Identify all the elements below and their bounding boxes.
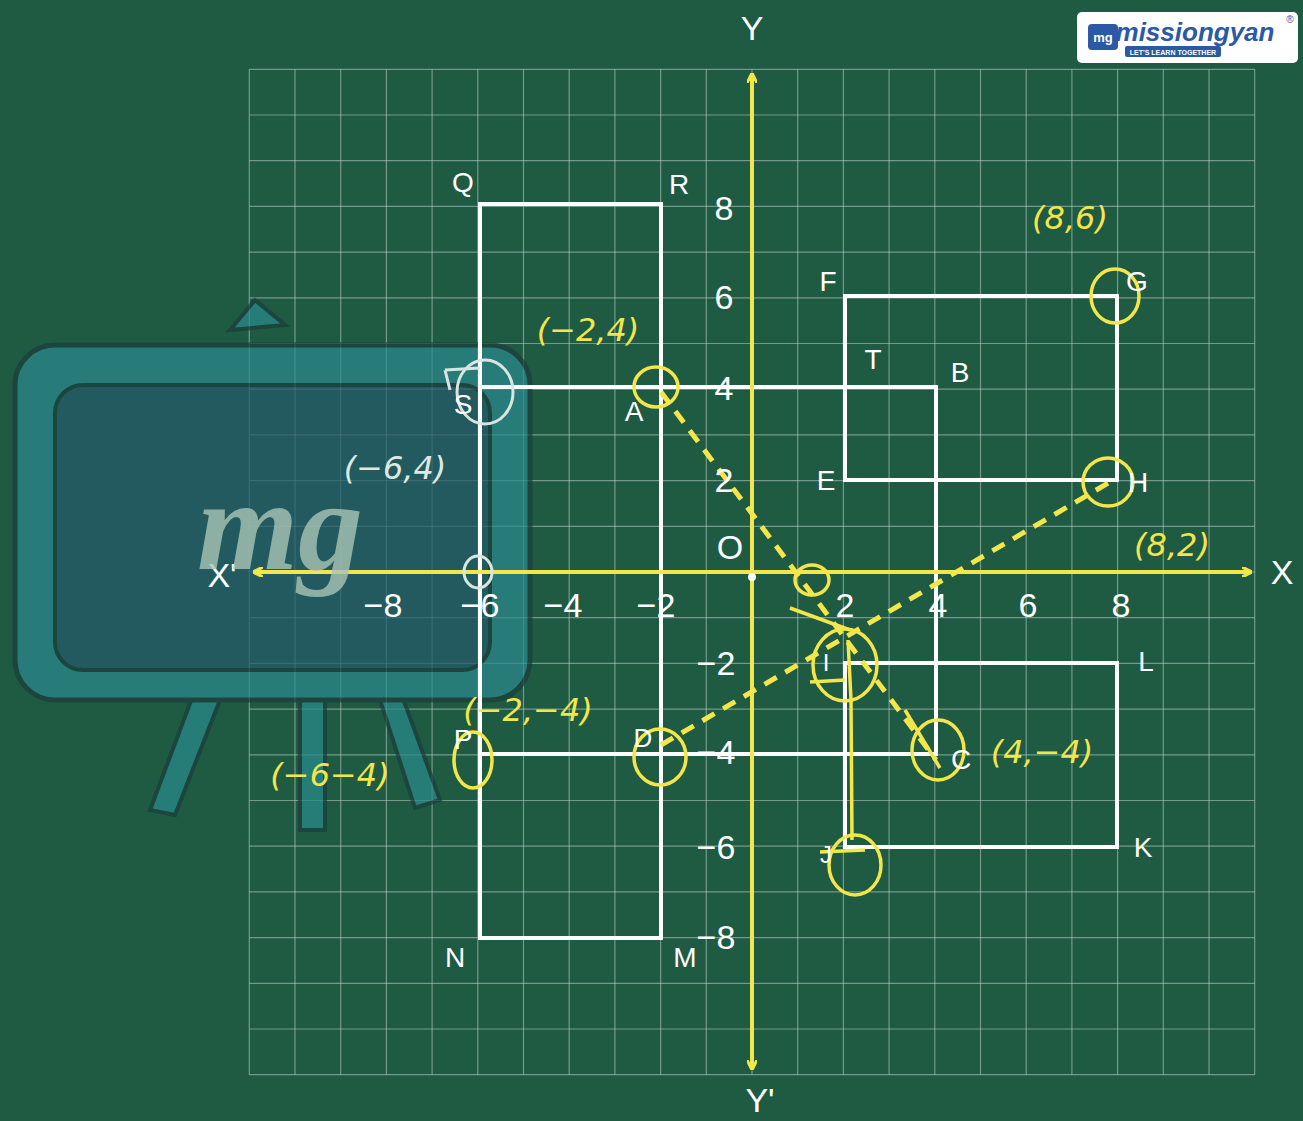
handwritten-coordinate: (8,2) [1134, 529, 1210, 561]
axis-name: X [1271, 555, 1294, 589]
handwritten-circles [454, 269, 1139, 895]
tick-number: −4 [697, 735, 736, 769]
handwritten-coordinate: (−2,−4) [463, 694, 592, 726]
vertex-label: E [817, 467, 836, 495]
vertex-label: C [951, 746, 971, 774]
vertex-label: L [1138, 648, 1154, 676]
handwritten-coordinate: (−2,4) [537, 314, 640, 346]
logo-tagline: LET'S LEARN TOGETHER [1130, 49, 1216, 56]
tick-number: 2 [715, 463, 734, 497]
watermark: mg [197, 460, 363, 590]
blackboard-watermark [15, 300, 530, 830]
vertex-label: K [1134, 834, 1153, 862]
faded-circles [445, 360, 513, 588]
axes [255, 75, 1250, 1068]
dashed-diagonals [661, 392, 1110, 760]
tick-number: −6 [461, 588, 500, 622]
vertex-label: P [454, 726, 473, 754]
tick-number: 4 [715, 371, 734, 405]
vertex-label: T [864, 346, 881, 374]
logo-text: missiongyan [1116, 19, 1275, 45]
origin-label: O [717, 530, 743, 564]
tick-number: 6 [1019, 588, 1038, 622]
logo-icon: mg [1093, 31, 1113, 44]
vertex-label: F [819, 268, 836, 296]
vertex-label: R [669, 171, 689, 199]
grid-lines [249, 69, 1254, 1074]
tick-number: 4 [929, 588, 948, 622]
origin-dot [748, 573, 756, 581]
tick-number: 6 [715, 280, 734, 314]
logo-mark: ® [1286, 15, 1293, 25]
vertex-label: D [634, 725, 653, 751]
tick-number: −6 [697, 830, 736, 864]
vertex-label: G [1126, 268, 1148, 296]
axis-name: Y [741, 11, 764, 45]
grid-line [751, 69, 752, 1074]
handwritten-coordinate: (−6−4) [270, 759, 389, 791]
logo-box [1077, 12, 1298, 63]
grid-line [1254, 69, 1255, 1074]
grid-line [249, 1074, 1254, 1075]
vertex-label: S [454, 391, 473, 419]
tick-number: 8 [1112, 588, 1131, 622]
axis-name: Y' [745, 1083, 774, 1117]
tick-number: −4 [544, 588, 583, 622]
handwritten-coordinate: (8,6) [1032, 202, 1108, 234]
vertex-label: J [820, 843, 832, 867]
vertex-label: Q [452, 169, 474, 197]
vertex-label: A [625, 398, 644, 426]
vertex-label: B [951, 359, 970, 387]
vertex-label: M [673, 944, 696, 972]
tick-number: 2 [836, 588, 855, 622]
vertex-label: N [445, 944, 465, 972]
tick-number: 8 [715, 191, 734, 225]
tick-number: −8 [697, 920, 736, 954]
vertex-label: I [823, 651, 830, 675]
tick-number: −2 [637, 588, 676, 622]
vertex-label: H [1128, 469, 1148, 497]
tick-number: −8 [364, 588, 403, 622]
handwritten-coordinate: (4,−4) [991, 736, 1094, 768]
tick-number: −2 [697, 646, 736, 680]
